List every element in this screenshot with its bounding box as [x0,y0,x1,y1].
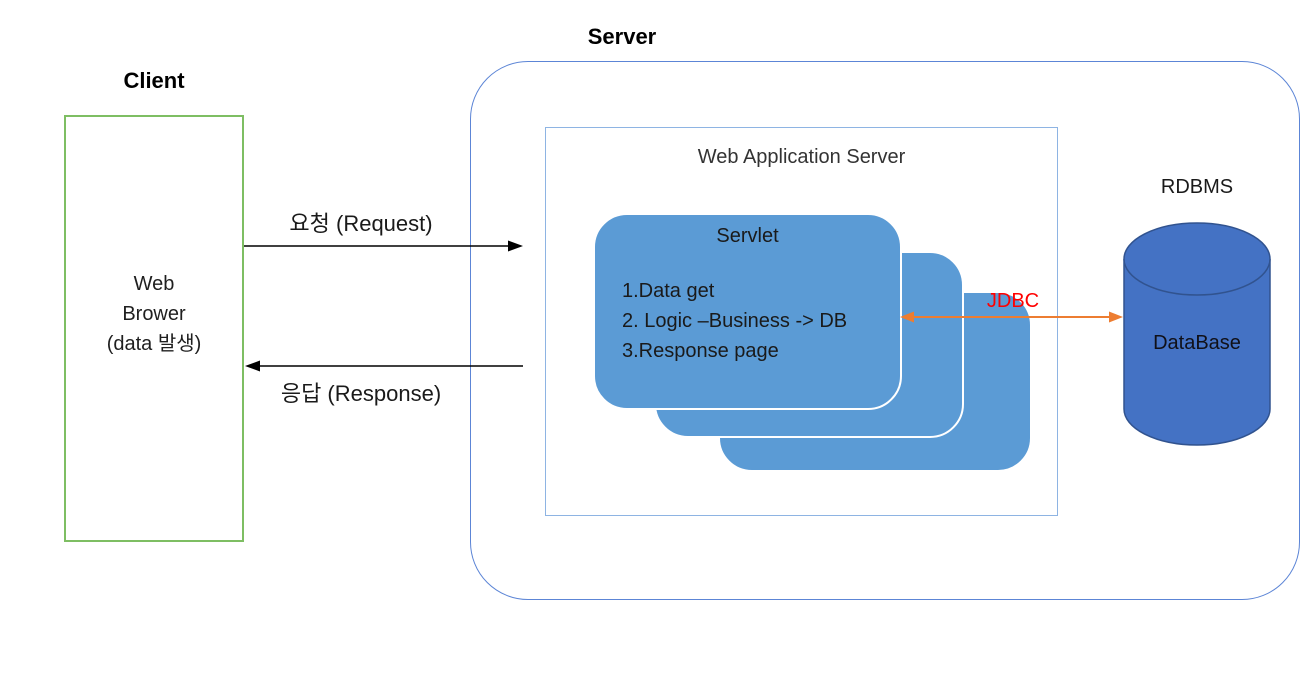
servlet-step-3: 3.Response page [622,340,779,362]
rdbms-title: RDBMS [1160,176,1234,198]
jdbc-arrow-label: JDBC [986,290,1040,312]
web-application-server-title: Web Application Server [697,146,906,168]
server-section-title: Server [587,24,657,49]
web-browser-line-2: Brower [122,303,186,325]
server-container-box [470,61,1300,600]
servlet-steps: 1.Data get 2. Logic –Business -> DB 3.Re… [622,276,900,366]
response-arrow-label: 응답 (Response) [280,381,442,406]
web-browser-line-1: Web [133,273,175,295]
client-web-browser-box: Web Brower (data 발생) [64,115,244,542]
servlet-step-1: 1.Data get [622,280,715,302]
client-section-title: Client [123,68,185,93]
web-application-server-box [545,127,1058,516]
servlet-card-front: Servlet 1.Data get 2. Logic –Business ->… [593,213,902,410]
request-arrow-label: 요청 (Request) [289,211,433,236]
servlet-step-2: 2. Logic –Business -> DB [622,310,848,332]
servlet-title: Servlet [716,225,779,247]
web-browser-line-3: (data 발생) [106,333,202,355]
web-browser-text: Web Brower (data 발생) [66,269,242,359]
database-cylinder-label: DataBase [1153,332,1241,354]
